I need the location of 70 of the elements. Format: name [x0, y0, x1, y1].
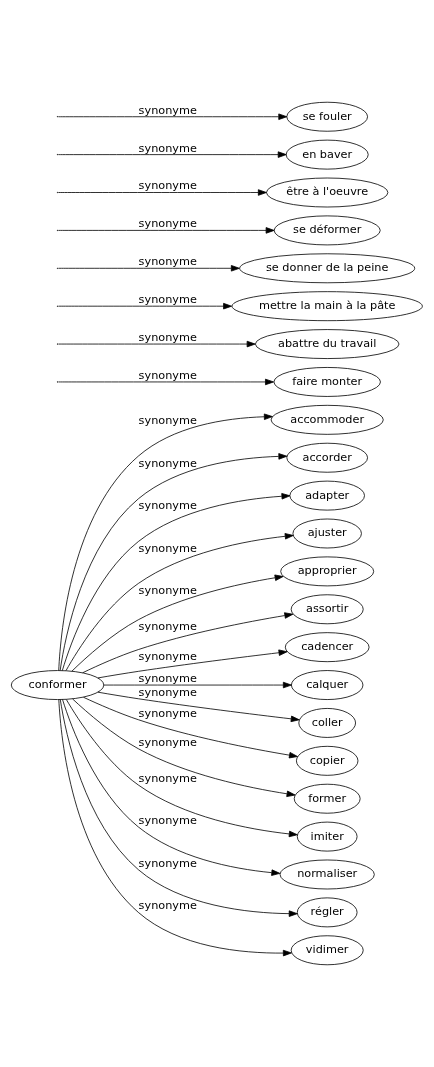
node-ellipse: abattre du travail [254, 329, 400, 359]
node-ellipse: assortir [290, 594, 364, 625]
arrow [83, 696, 298, 759]
node-ellipse: accorder [286, 442, 368, 473]
edge-label: synonyme [138, 293, 197, 307]
arrow [58, 265, 240, 272]
edge-label: synonyme [138, 103, 197, 117]
edge-label: synonyme [138, 331, 197, 344]
edge-label: synonyme [138, 584, 197, 598]
arrow [58, 227, 275, 234]
arrow [58, 302, 232, 310]
arrow [71, 574, 284, 672]
node-ellipse: vidimer [290, 935, 364, 966]
arrow [97, 649, 288, 679]
edge-label: synonyme [138, 141, 197, 155]
edge-label: synonyme [138, 368, 197, 382]
node-ellipse: adapter [289, 480, 365, 511]
arrow [103, 681, 292, 689]
arrow [59, 453, 288, 671]
edge-label: synonyme [138, 456, 197, 470]
arrow [58, 151, 287, 158]
arrow [58, 189, 267, 196]
node-ellipse: se fouler [286, 101, 368, 132]
edge-label: synonyme [138, 255, 197, 269]
node-ellipse: mettre la main à la pâte [231, 291, 423, 322]
node-ellipse: régler [296, 897, 358, 928]
edge-label: synonyme [138, 542, 197, 556]
node-ellipse: en baver [285, 139, 369, 170]
edge-label: synonyme [138, 856, 197, 870]
edge-label: synonyme [138, 735, 197, 749]
node-ellipse: être à l'oeuvre [266, 177, 389, 208]
edge-label: synonyme [138, 179, 197, 193]
arrow [58, 413, 273, 671]
arrow [65, 533, 294, 672]
arrow [82, 612, 294, 674]
node-ellipse: former [293, 783, 361, 814]
arrow [72, 698, 296, 798]
arrow [58, 340, 256, 348]
edge-label: synonyme [138, 771, 197, 785]
node-ellipse: se donner de la peine [239, 253, 416, 284]
arrow [59, 699, 298, 917]
arrow [58, 113, 288, 120]
node-ellipse: accommoder [270, 404, 384, 435]
arrow [61, 493, 291, 671]
arrow [58, 378, 274, 386]
edge-label: synonyme [138, 671, 197, 685]
arrow [58, 699, 292, 957]
edge-label: synonyme [138, 650, 197, 664]
node-ellipse: approprier [280, 556, 375, 587]
node-ellipse: conformer [10, 670, 105, 700]
node-ellipse: cadencer [284, 632, 370, 663]
node-ellipse: imiter [296, 821, 358, 852]
node-ellipse: ajuster [292, 518, 362, 549]
edge-label: synonyme [138, 899, 197, 913]
node-ellipse: calquer [291, 670, 364, 700]
edge-label: synonyme [138, 217, 197, 231]
arrow [97, 691, 300, 723]
arrow [62, 699, 281, 876]
edge-label: synonyme [138, 414, 197, 428]
edge-label: synonyme [138, 685, 197, 699]
node-ellipse: normaliser [279, 859, 375, 890]
node-ellipse: coller [298, 708, 356, 738]
arrow [65, 699, 298, 838]
node-ellipse: copier [296, 745, 359, 776]
edge-label: synonyme [138, 706, 197, 720]
edge-label: synonyme [138, 813, 197, 827]
node-ellipse: faire monter [273, 367, 381, 397]
node-ellipse: se déformer [273, 215, 381, 246]
edge-label: synonyme [138, 620, 197, 634]
edge-label: synonyme [138, 499, 197, 513]
